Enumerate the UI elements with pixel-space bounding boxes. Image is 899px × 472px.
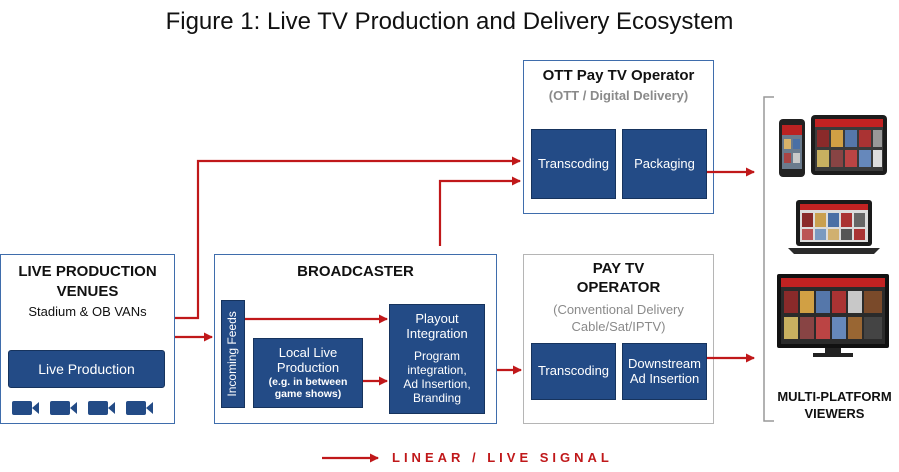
playout-note-line4: Branding bbox=[412, 390, 462, 405]
camera-icon bbox=[12, 401, 39, 415]
viewers-label-line2: VIEWERS bbox=[804, 406, 865, 421]
ott-transcoding-box: Transcoding bbox=[531, 129, 616, 199]
ott-title: OTT Pay TV Operator bbox=[542, 67, 695, 84]
camera-icon bbox=[50, 401, 77, 415]
live-production-venues-panel bbox=[0, 254, 175, 424]
playout-integration-box: Playout Integration Program integration,… bbox=[389, 304, 485, 414]
playout-note-line3: Ad Insertion, bbox=[403, 376, 471, 391]
local-live-line2: Production bbox=[276, 359, 340, 375]
viewers-bracket bbox=[763, 96, 774, 422]
playout-note-line1: Program bbox=[413, 349, 460, 364]
venues-title-line1: LIVE PRODUCTION bbox=[18, 263, 157, 280]
local-live-line1: Local Live bbox=[278, 345, 338, 360]
local-live-production-box: Local Live Production (e.g. in between g… bbox=[253, 338, 363, 408]
local-live-note-line1: (e.g. in between bbox=[268, 375, 348, 388]
smartphone-tablet-icon bbox=[779, 115, 887, 177]
arrow-venues-to-ott bbox=[175, 156, 521, 320]
broadcaster-title: BROADCASTER bbox=[297, 263, 414, 280]
paytv-subtitle: (Conventional Delivery Cable/Sat/IPTV) bbox=[523, 301, 714, 335]
paytv-title: PAY TV OPERATOR bbox=[523, 259, 714, 297]
paytv-title-line1: PAY TV bbox=[592, 260, 645, 277]
venues-title-line2: VENUES bbox=[56, 283, 119, 300]
paytv-title-line2: OPERATOR bbox=[576, 279, 661, 296]
viewers-label: MULTI-PLATFORM VIEWERS bbox=[770, 388, 899, 422]
paytv-subtitle-line1: (Conventional Delivery bbox=[553, 302, 684, 317]
downstream-ad-insertion-box: Downstream Ad Insertion bbox=[622, 343, 707, 400]
venues-subtitle: Stadium & OB VANs bbox=[28, 304, 147, 319]
paytv-subtitle-line2: Cable/Sat/IPTV) bbox=[571, 319, 666, 334]
camera-icon bbox=[126, 401, 153, 415]
viewers-label-line1: MULTI-PLATFORM bbox=[777, 389, 892, 404]
camera-icon bbox=[88, 401, 115, 415]
laptop-icon bbox=[788, 200, 880, 254]
playout-line2: Integration bbox=[406, 326, 468, 342]
downstream-line1: Downstream bbox=[628, 355, 701, 371]
figure-title: Figure 1: Live TV Production and Deliver… bbox=[165, 8, 734, 35]
downstream-line2: Ad Insertion bbox=[629, 370, 700, 386]
local-live-note-line2: game shows) bbox=[274, 387, 342, 400]
venues-title: LIVE PRODUCTION VENUES bbox=[0, 262, 175, 302]
incoming-feeds-box: Incoming Feeds bbox=[221, 300, 245, 408]
ott-subtitle: (OTT / Digital Delivery) bbox=[548, 88, 689, 103]
playout-note-line2: integration, bbox=[407, 363, 467, 378]
playout-line1: Playout bbox=[415, 311, 459, 327]
ott-packaging-box: Packaging bbox=[622, 129, 707, 199]
live-production-box: Live Production bbox=[8, 350, 165, 388]
television-icon bbox=[777, 274, 889, 357]
camera-icons bbox=[12, 401, 153, 415]
paytv-transcoding-box: Transcoding bbox=[531, 343, 616, 400]
legend-label: LINEAR / LIVE SIGNAL bbox=[392, 450, 613, 465]
arrow-broadcaster-to-ott bbox=[438, 176, 521, 246]
